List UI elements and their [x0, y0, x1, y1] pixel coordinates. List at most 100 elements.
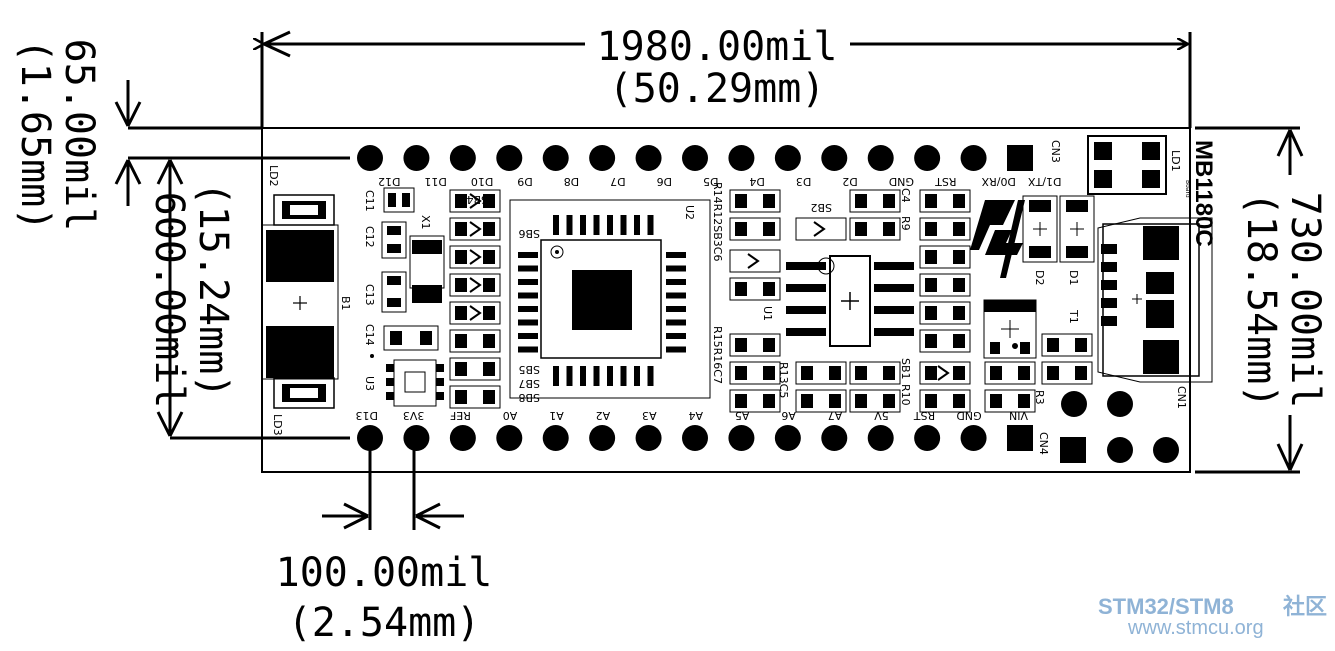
ic-pin [634, 215, 640, 235]
pad [801, 394, 813, 408]
passive-part [849, 389, 901, 413]
bottom-pin-label: VIN [1009, 409, 1028, 422]
ic-pin [874, 306, 914, 314]
top-pin-label: D4 [749, 175, 764, 188]
pad [953, 250, 965, 264]
ic-pin [666, 346, 686, 353]
ic-pin [786, 262, 826, 270]
watermark-line1: STM32/STM8 [1098, 594, 1234, 619]
bottom-pin-label: A4 [688, 409, 703, 422]
ic-pin [593, 366, 600, 386]
top-pin-label: D8 [564, 175, 579, 188]
header-pin [914, 145, 941, 171]
passive-part [849, 361, 901, 385]
chevron [469, 221, 482, 237]
chevron [937, 365, 950, 381]
header-pin [728, 145, 755, 171]
passive-part [919, 389, 971, 413]
pad [455, 362, 467, 376]
ic-pin [518, 279, 538, 285]
passive-part [729, 217, 781, 241]
ic-pin [874, 284, 914, 292]
ic-pin [553, 366, 559, 386]
ic-pin [607, 215, 613, 235]
passive-part [919, 329, 971, 353]
ic-pin [566, 215, 573, 235]
ic-pin [666, 319, 686, 326]
svg-text:U1: U1 [761, 306, 774, 321]
offset-mil-label: 65.00mil [56, 39, 102, 232]
width-dimension: 1980.00mil (50.29mm) [262, 24, 1192, 128]
top-pin-label: D5 [703, 175, 718, 188]
svg-text:R3: R3 [1033, 390, 1046, 405]
bottom-pin-label: 5V [874, 409, 889, 422]
svg-text:LD3: LD3 [271, 414, 284, 436]
bottom-pin-label: A2 [596, 409, 611, 422]
ld1-led: LD1 [1087, 135, 1182, 195]
ic-pin [666, 333, 686, 339]
svg-text:C11: C11 [363, 190, 376, 212]
ic-pin [580, 215, 586, 235]
pad [925, 394, 937, 408]
passive-part [919, 189, 971, 213]
passive-part [849, 217, 901, 241]
passive-part [984, 389, 1036, 413]
pad [855, 394, 867, 408]
header-pin [821, 145, 848, 171]
cn3-label: CN3 [1049, 140, 1062, 163]
pad [883, 394, 895, 408]
board-name: MB1180C [1190, 140, 1217, 247]
header-pin [821, 425, 848, 451]
bottom-pin-label: REF [450, 409, 471, 422]
bottom-pin-label: A7 [828, 409, 843, 422]
passive-part [795, 389, 847, 413]
top-pin-label: RST [935, 175, 957, 188]
pad [763, 394, 775, 408]
pad [455, 278, 467, 292]
header-pin [682, 425, 708, 451]
header-pin [403, 425, 430, 451]
pad [483, 362, 495, 376]
bottom-pin-label: 3V3 [403, 409, 425, 422]
ic-pin [786, 284, 826, 292]
passive-part [1041, 333, 1093, 357]
top-pin-label: D6 [657, 175, 672, 188]
header-pin [496, 425, 523, 451]
ic-pin [518, 346, 538, 353]
pad [990, 366, 1002, 380]
svg-text:D1: D1 [1067, 270, 1080, 285]
ic-pin [666, 279, 686, 285]
top-pin-label: D2 [842, 175, 857, 188]
header-pin [589, 425, 616, 451]
pad [455, 390, 467, 404]
height-mil-label: 730.00mil [1282, 192, 1328, 409]
svg-text:SB5: SB5 [518, 363, 540, 376]
header-pin [449, 425, 476, 451]
svg-text:CN1: CN1 [1175, 386, 1188, 409]
solder-bridge [449, 329, 501, 353]
pad [455, 306, 467, 320]
pad [1047, 338, 1059, 352]
header-pin [449, 145, 476, 171]
u2-mcu: U2 [509, 199, 711, 399]
svg-text:LD1: LD1 [1169, 150, 1182, 172]
passive-part [729, 333, 781, 357]
cn4-label: CN4 [1037, 432, 1050, 455]
header-pin [403, 145, 430, 171]
ic-pin [647, 366, 654, 386]
top-pin-label: D11 [424, 175, 446, 188]
row-spacing-dimension: 600.00mil (15.24mm) [146, 159, 350, 440]
ic-pin [593, 215, 600, 235]
pad [735, 366, 747, 380]
header-pin [728, 425, 755, 451]
bottom-pin-label: A1 [549, 409, 564, 422]
chevron [469, 305, 482, 321]
ic-pin [620, 366, 627, 386]
board-small-label: Board [1184, 180, 1191, 198]
solder-bridge [795, 217, 847, 241]
pad [763, 338, 775, 352]
pad [455, 334, 467, 348]
solder-bridge [449, 385, 501, 409]
